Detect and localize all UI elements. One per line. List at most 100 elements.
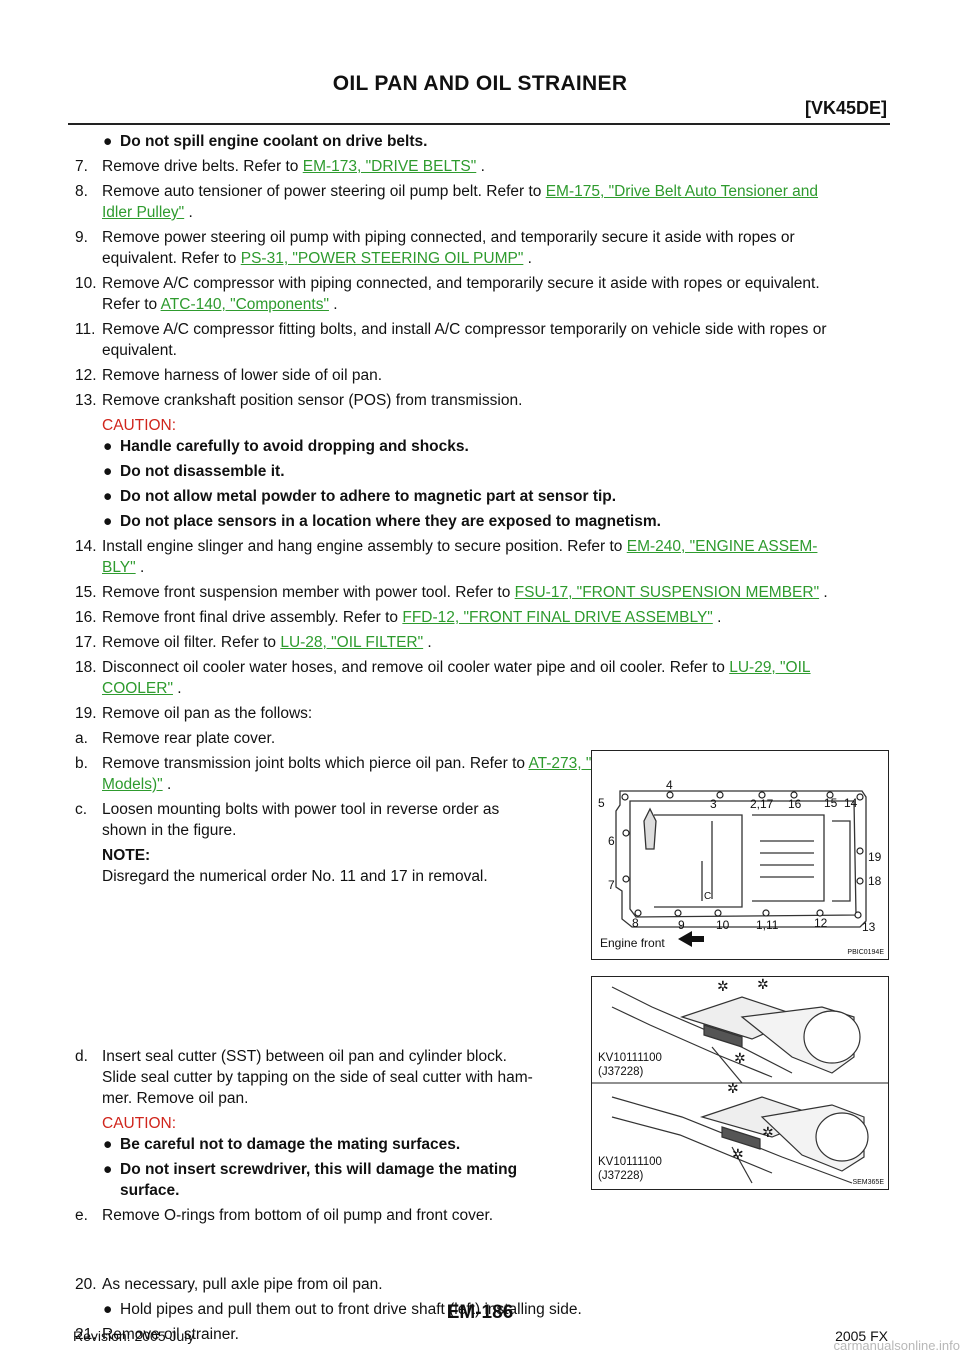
step-text: Remove power steering oil pump with pipi… (102, 229, 795, 246)
bullet-icon: ● (103, 133, 113, 150)
spacer (75, 891, 580, 1046)
step-text: Remove oil filter. Refer to (102, 634, 281, 651)
revision-label: Revision: 2005 July (73, 1328, 195, 1344)
step-text: Loosen mounting bolts with power tool in… (102, 801, 500, 818)
step-number: c. (75, 801, 88, 818)
page-title: OIL PAN AND OIL STRAINER (332, 72, 628, 95)
caution-text: Do not insert screwdriver, this will dam… (120, 1161, 518, 1178)
step-number: 17. (75, 634, 97, 651)
step-text: Remove front final drive assembly. Refer… (102, 609, 403, 626)
step-number: 7. (75, 158, 88, 175)
step-14: 14.Install engine slinger and hang engin… (75, 536, 890, 578)
reference-link-cont[interactable]: BLY" (102, 559, 136, 576)
reference-link[interactable]: LU-29, "OIL (729, 659, 811, 676)
step-tail: . (523, 250, 532, 267)
oil-pan-drawing: 5 4 3 2,17 16 15 14 6 19 7 18 8 9 10 1,1… (598, 778, 882, 950)
step-text: Remove A/C compressor with piping connec… (102, 275, 820, 292)
step-text: Insert seal cutter (SST) between oil pan… (102, 1048, 507, 1065)
reference-link[interactable]: EM-175, "Drive Belt Auto Tensioner and (545, 183, 819, 200)
engine-front-arrow-icon (678, 931, 704, 947)
step-21: 21.Remove oil strainer. (75, 1324, 890, 1345)
bolt-label: C (704, 891, 711, 902)
step-16: 16.Remove front final drive assembly. Re… (75, 607, 890, 628)
reference-link[interactable]: ATC-140, "Components" (160, 296, 329, 313)
caution-text: Do not place sensors in a location where… (120, 513, 661, 530)
caution-text: Do not allow metal powder to adhere to m… (120, 488, 617, 505)
reference-link[interactable]: LU-28, "OIL FILTER" (280, 634, 424, 651)
bolt-label: 4 (666, 778, 673, 792)
reference-link[interactable]: FSU-17, "FRONT SUSPENSION MEMBER" (514, 584, 820, 601)
watermark: carmanualsonline.info (833, 1338, 960, 1353)
page-subtitle: [VK45DE] (804, 98, 887, 118)
step-text-cont: Refer to (102, 296, 161, 313)
caution-label: CAUTION: (102, 417, 177, 434)
seal-cutter-figure: ✲ ✲ ✲ ✲ ✲ ✲ KV10111100 (J37228) KV101111… (591, 976, 889, 1190)
bolt-label: 13 (862, 920, 876, 934)
step-number: 13. (75, 392, 97, 409)
step-tail: . (162, 776, 172, 793)
caution-text: Handle carefully to avoid dropping and s… (120, 438, 469, 455)
page-number: EM-186 (446, 1302, 514, 1323)
bullet-icon: ● (103, 1161, 113, 1178)
step-18: 18.Disconnect oil cooler water hoses, an… (75, 657, 890, 699)
caution-item: ●Do not place sensors in a location wher… (75, 511, 890, 532)
bullet-icon: ● (103, 1301, 113, 1318)
tool-number-label: KV10111100 (598, 1052, 662, 1064)
step-text: Remove oil pan as the follows: (102, 705, 313, 722)
reference-link[interactable]: FFD-12, "FRONT FINAL DRIVE ASSEMBLY" (402, 609, 713, 626)
reference-link-cont[interactable]: COOLER" (102, 680, 173, 697)
star-icon: ✲ (727, 1081, 739, 1097)
step-number: 8. (75, 183, 88, 200)
bolt-label: 5 (598, 796, 605, 810)
step-number: 19. (75, 705, 97, 722)
bolt-label: 14 (844, 796, 858, 810)
step-number: e. (75, 1207, 88, 1224)
reference-link[interactable]: EM-240, "ENGINE ASSEM- (626, 538, 818, 555)
caution-text: Do not disassemble it. (120, 463, 285, 480)
bolt-label: 6 (608, 834, 615, 848)
figure-code: PBIC0194E (847, 949, 884, 956)
reference-link-cont[interactable]: Models)" (102, 776, 163, 793)
step-text-cont: equivalent. (102, 342, 177, 359)
bolt-label: 2,17 (750, 797, 774, 811)
engine-front-caption: Engine front (600, 936, 665, 950)
note-text: Disregard the numerical order No. 11 and… (102, 868, 488, 885)
spacer (75, 1230, 890, 1274)
step-number: 21. (75, 1326, 97, 1343)
bolt-label: 18 (868, 874, 882, 888)
caution-item: ● Do not insert screwdriver, this will da… (75, 1159, 580, 1180)
reference-link[interactable]: PS-31, "POWER STEERING OIL PUMP" (240, 250, 524, 267)
bullet-icon: ● (103, 463, 113, 480)
oil-pan-bolt-figure: 5 4 3 2,17 16 15 14 6 19 7 18 8 9 10 1,1… (591, 750, 889, 960)
step-text: Remove crankshaft position sensor (POS) … (102, 392, 523, 409)
bolt-label: 1,11 (756, 918, 779, 932)
step-13: 13. Remove crankshaft position sensor (PO… (75, 390, 890, 411)
step-c: c. Loosen mounting bolts with power tool … (75, 799, 580, 841)
bolt-label: 8 (632, 916, 639, 930)
star-icon: ✲ (757, 977, 769, 993)
reference-link[interactable]: EM-173, "DRIVE BELTS" (302, 158, 477, 175)
step-text: Remove drive belts. Refer to (102, 158, 303, 175)
step-text-cont: Slide seal cutter by tapping on the side… (102, 1069, 533, 1086)
bolt-label: 10 (716, 918, 730, 932)
step-number: 18. (75, 659, 97, 676)
step-number: 15. (75, 584, 97, 601)
bullet-icon: ● (103, 488, 113, 505)
step-text: Remove front suspension member with powe… (102, 584, 515, 601)
model-label: 2005 FX (835, 1328, 888, 1344)
caution-item: ●Handle carefully to avoid dropping and … (75, 436, 890, 457)
step-number: a. (75, 730, 88, 747)
tool-number-label: (J37228) (598, 1170, 644, 1182)
step-number: 9. (75, 229, 88, 246)
step-tail: . (184, 204, 193, 221)
header-rule (68, 123, 890, 125)
step-20-bullet: ●Hold pipes and pull them out to front d… (75, 1299, 890, 1320)
step-tail: . (328, 296, 338, 313)
reference-link-cont[interactable]: Idler Pulley" (102, 204, 185, 221)
step-tail: . (476, 158, 485, 175)
figure-code: SEM365E (852, 1179, 884, 1186)
step-number: 14. (75, 538, 97, 555)
step-7: 7. Remove drive belts. Refer to EM-173, "… (75, 156, 890, 177)
step-8: 8.Remove auto tensioner of power steerin… (75, 181, 890, 223)
step-19: 19. Remove oil pan as the follows: (75, 703, 890, 724)
